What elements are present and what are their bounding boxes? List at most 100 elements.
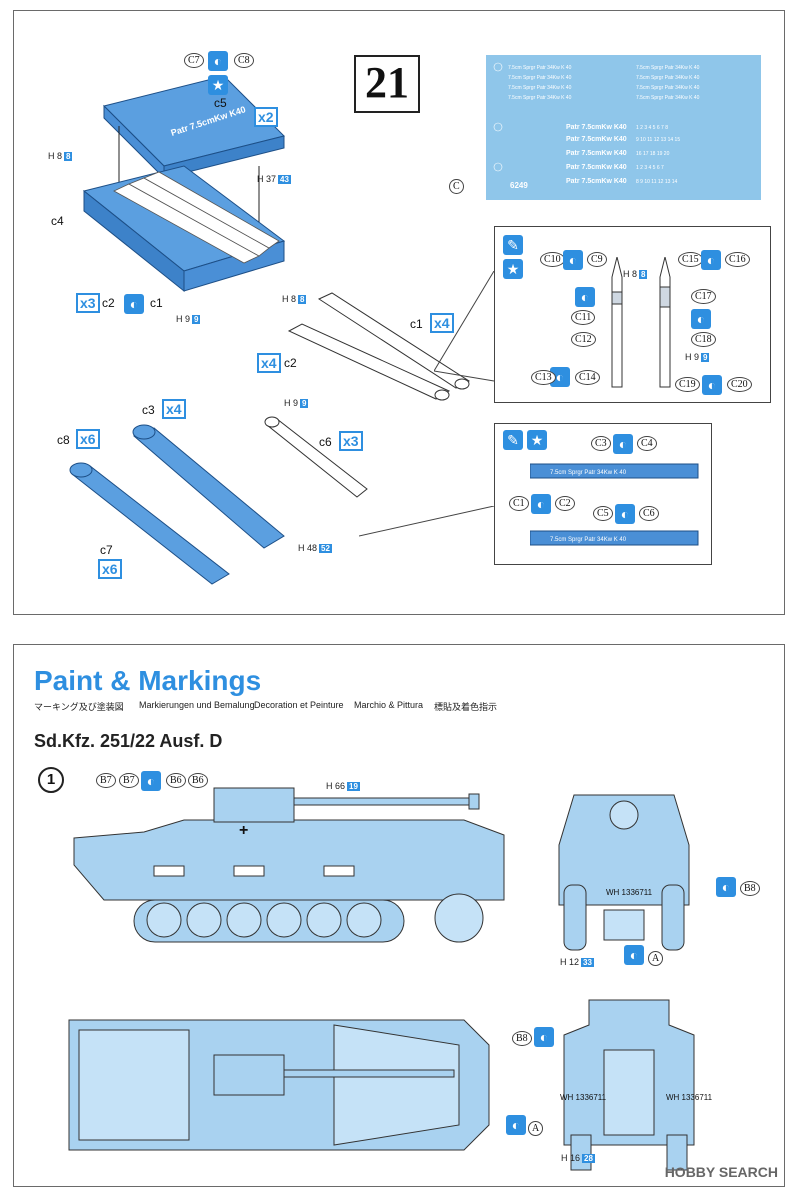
svg-text:7.5cm Sprgr Patr 34Kw K 40: 7.5cm Sprgr Patr 34Kw K 40 (508, 85, 572, 91)
decal-water-icon: ◐ (506, 1115, 526, 1135)
multiplier-c2: x3 (76, 293, 100, 313)
svg-text:16 17 18 19 20: 16 17 18 19 20 (636, 151, 670, 157)
paintbrush-icon: ✎ (503, 430, 523, 450)
svg-text:Patr 7.5cmKw K40: Patr 7.5cmKw K40 (566, 124, 627, 131)
svg-text:Patr 7.5cmKw K40: Patr 7.5cmKw K40 (566, 164, 627, 171)
decal-c15: C15 (678, 252, 703, 267)
svg-text:8 9 10 11 12 13 14: 8 9 10 11 12 13 14 (636, 179, 678, 185)
part-c4: c4 (51, 214, 64, 228)
decal-water-icon: ◐ (615, 504, 635, 524)
decal-b8b: B8 (512, 1031, 532, 1046)
multiplier-lid: x2 (254, 107, 278, 127)
decal-c20: C20 (727, 377, 752, 392)
decal-c12: C12 (571, 332, 596, 347)
decal-water-icon: ◐ (141, 771, 161, 791)
part-c1: c1 (150, 296, 163, 310)
svg-text:7.5cm Sprgr Patr 34Kw K 40: 7.5cm Sprgr Patr 34Kw K 40 (550, 537, 627, 543)
decal-water-icon: ◐ (691, 309, 711, 329)
decal-c2: C2 (555, 496, 575, 511)
svg-text:7.5cm Sprgr Patr 34Kw K 40: 7.5cm Sprgr Patr 34Kw K 40 (636, 85, 700, 91)
svg-text:Patr 7.5cmKw K40: Patr 7.5cmKw K40 (566, 150, 627, 157)
part-c2: c2 (284, 356, 297, 370)
case-drawing-1: 7.5cm Sprgr Patr 34Kw K 40 (530, 463, 699, 479)
case-drawing-2: 7.5cm Sprgr Patr 34Kw K 40 (530, 530, 699, 546)
svg-text:9 10 11 12 13 14 15: 9 10 11 12 13 14 15 (636, 137, 680, 143)
detail-leader-line (434, 271, 495, 382)
star-icon: ★ (503, 259, 523, 279)
subtitle-it: Marchio & Pittura (354, 700, 424, 710)
decal-c14: C14 (575, 370, 600, 385)
svg-text:7.5cm Sprgr Patr 34Kw K 40: 7.5cm Sprgr Patr 34Kw K 40 (508, 75, 572, 81)
decal-water-icon: ◐ (550, 367, 570, 387)
svg-text:7.5cm Sprgr Patr 34Kw K 40: 7.5cm Sprgr Patr 34Kw K 40 (508, 65, 572, 71)
decal-b6a: B6 (166, 773, 186, 788)
decal-c18: C18 (691, 332, 716, 347)
decal-a2: A (528, 1121, 544, 1136)
part-c8: c8 (57, 433, 70, 447)
decal-c10: C10 (540, 252, 565, 267)
ammo-crate-drawing: Patr 7.5cmKw K40 (82, 75, 286, 293)
svg-text:+: + (239, 822, 248, 839)
svg-text:Patr 7.5cmKw K40: Patr 7.5cmKw K40 (566, 178, 627, 185)
decal-b8a: B8 (740, 881, 760, 896)
watermark: HOBBY SEARCH (664, 1164, 778, 1180)
decal-c9: C9 (587, 252, 607, 267)
multiplier-c7: x6 (98, 559, 122, 579)
decal-water-icon: ◐ (575, 287, 595, 307)
decal-b6b: B6 (188, 773, 208, 788)
shell-ap-drawing (659, 257, 671, 388)
rear-plate-right: WH 1336711 (666, 1093, 713, 1102)
multiplier-c6: x3 (339, 431, 363, 451)
svg-text:7.5cm Sprgr Patr 34Kw K 40: 7.5cm Sprgr Patr 34Kw K 40 (636, 95, 700, 101)
decal-c13: C13 (531, 370, 556, 385)
detail-leader-line-2 (359, 506, 495, 537)
side-view-drawing: + (73, 787, 505, 943)
svg-text:7.5cm Sprgr Patr 34Kw K 40: 7.5cm Sprgr Patr 34Kw K 40 (636, 65, 700, 71)
decal-sheet: 7.5cm Sprgr Patr 34Kw K 40 7.5cm Sprgr P… (486, 55, 761, 200)
decal-sheet-number: 6249 (510, 181, 528, 190)
page-title: Paint & Markings (34, 665, 262, 696)
subtitle-jp: マーキング及び塗装図 (34, 702, 124, 712)
decal-water-icon: ◐ (208, 51, 228, 71)
svg-text:Patr 7.5cmKw K40: Patr 7.5cmKw K40 (566, 136, 627, 143)
part-c7: c7 (100, 543, 113, 557)
decal-c19: C19 (675, 377, 700, 392)
multiplier-c8: x6 (76, 429, 100, 449)
star-icon: ★ (527, 430, 547, 450)
decal-water-icon: ◐ (702, 375, 722, 395)
assembly-step-panel: 21 7.5cm Sprgr Patr 34Kw K 40 7.5cm Sprg… (13, 10, 785, 615)
multiplier-c2b: x4 (257, 353, 281, 373)
step-number: 21 (354, 55, 420, 113)
part-c6: c6 (319, 435, 332, 449)
decal-sheet-ref: C (449, 179, 464, 194)
vehicle-name: Sd.Kfz. 251/22 Ausf. D (34, 731, 223, 751)
decal-water-icon: ◐ (563, 250, 583, 270)
scheme-number: 1 (38, 767, 64, 793)
shell-c6-drawing (264, 416, 368, 498)
part-c3: c3 (142, 403, 155, 417)
decal-c4: C4 (637, 436, 657, 451)
svg-text:7.5cm Sprgr Patr 34Kw K 40: 7.5cm Sprgr Patr 34Kw K 40 (550, 470, 627, 476)
multiplier-c1: x4 (430, 313, 454, 333)
decal-c3: C3 (591, 436, 611, 451)
decal-c8: C8 (234, 53, 254, 68)
case-detail-box: ✎ ★ C3 ◐ C4 7.5cm Sprgr Patr 34Kw K 40 C… (494, 423, 712, 565)
svg-text:7.5cm Sprgr Patr 34Kw K 40: 7.5cm Sprgr Patr 34Kw K 40 (636, 75, 700, 81)
decal-c7: C7 (184, 53, 204, 68)
decal-sheet-art: 7.5cm Sprgr Patr 34Kw K 40 7.5cm Sprgr P… (493, 62, 700, 185)
decal-b7b: B7 (119, 773, 139, 788)
decal-water-icon: ◐ (701, 250, 721, 270)
svg-text:1 2 3 4 5 6 7: 1 2 3 4 5 6 7 (636, 165, 664, 171)
decal-c6: C6 (639, 506, 659, 521)
decal-c5: C5 (593, 506, 613, 521)
